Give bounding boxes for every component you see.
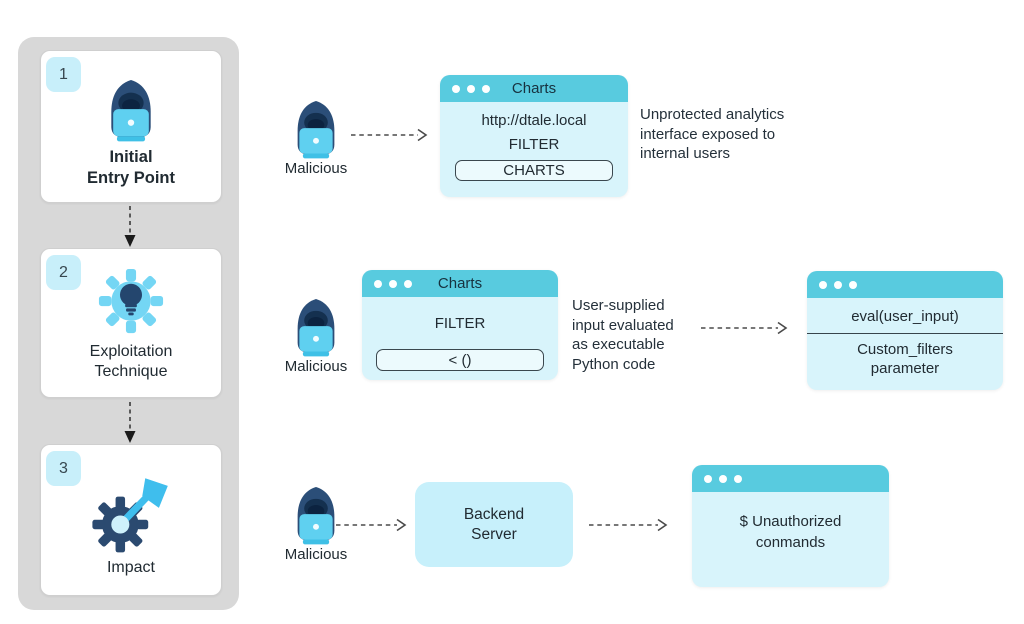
- hacker-icon: [101, 78, 161, 142]
- flow-arrow-icon: [336, 518, 407, 532]
- filter-input-button: < (): [376, 349, 544, 371]
- step-label: Initial Entry Point: [86, 148, 175, 187]
- hacker-icon: [288, 99, 344, 159]
- window-title: Charts: [437, 275, 483, 292]
- malicious-actor: Malicious: [276, 485, 356, 563]
- window-body: FILTER < (): [362, 297, 558, 371]
- actor-label: Malicious: [284, 160, 348, 177]
- window-dots-icon: [819, 280, 857, 289]
- step-number-badge: 1: [46, 57, 81, 92]
- terminal-text: $ Unauthorized conmands: [739, 513, 842, 551]
- window-body: http://dtale.local FILTER CHARTS: [440, 102, 628, 181]
- flow-arrow-icon: [351, 128, 428, 142]
- url-text: http://dtale.local: [481, 112, 587, 129]
- malicious-actor: Malicious: [276, 99, 356, 177]
- step-number-badge: 2: [46, 255, 81, 290]
- step-label: Impact: [106, 559, 155, 576]
- step-label: Exploitation Technique: [89, 343, 173, 380]
- step-card-exploitation-technique: 2 Exploitation Technique: [40, 248, 222, 398]
- window-dots-icon: [452, 84, 490, 93]
- browser-window-filter: Charts FILTER < (): [362, 270, 558, 380]
- step-card-impact: 3 Impact: [40, 444, 222, 596]
- hacker-icon: [288, 297, 344, 357]
- browser-window-charts: Charts http://dtale.local FILTER CHARTS: [440, 75, 628, 197]
- window-titlebar: [692, 465, 889, 492]
- actor-label: Malicious: [284, 358, 348, 375]
- down-arrow-icon: [123, 206, 137, 248]
- window-dots-icon: [374, 279, 412, 288]
- down-arrow-icon: [123, 402, 137, 444]
- gear-dart-icon: [88, 477, 174, 553]
- window-titlebar: Charts: [440, 75, 628, 102]
- flow-arrow-icon: [701, 321, 788, 335]
- filter-label: FILTER: [434, 315, 486, 332]
- charts-button: CHARTS: [455, 160, 613, 181]
- window-dots-icon: [704, 474, 742, 483]
- hacker-icon: [288, 485, 344, 545]
- eval-window: eval(user_input) Custom_filters paramete…: [807, 271, 1003, 390]
- window-titlebar: [807, 271, 1003, 298]
- eval-code-label: eval(user_input): [807, 298, 1003, 334]
- caption-row2: User-supplied input evaluated as executa…: [572, 297, 674, 373]
- terminal-window: $ Unauthorized conmands: [692, 465, 889, 587]
- backend-server-box: Backend Server: [415, 482, 573, 567]
- malicious-actor: Malicious: [276, 297, 356, 375]
- gear-lightbulb-icon: [95, 265, 167, 337]
- step-number-badge: 3: [46, 451, 81, 486]
- steps-sidebar: 1 Initial Entry Point 2 Exploitation Tec…: [18, 37, 239, 610]
- param-label: Custom_filters parameter: [857, 341, 953, 377]
- window-body: eval(user_input) Custom_filters paramete…: [807, 298, 1003, 378]
- window-title: Charts: [511, 80, 557, 97]
- caption-row1: Unprotected analytics interface exposed …: [640, 106, 785, 162]
- flow-arrow-icon: [589, 518, 668, 532]
- filter-label: FILTER: [508, 136, 560, 153]
- step-card-initial-entry-point: 1 Initial Entry Point: [40, 50, 222, 203]
- window-body: $ Unauthorized conmands: [692, 492, 889, 553]
- window-titlebar: Charts: [362, 270, 558, 297]
- actor-label: Malicious: [284, 546, 348, 563]
